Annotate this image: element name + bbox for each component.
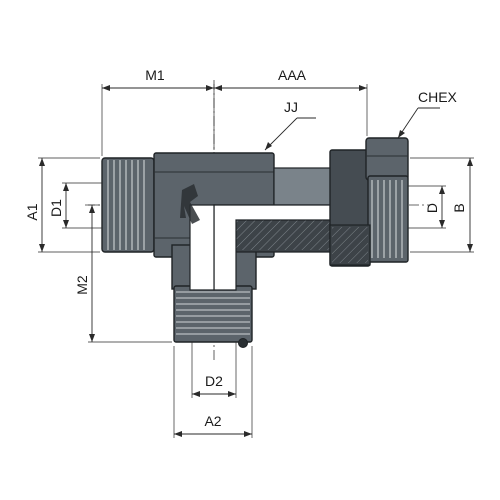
- left-threaded-end: [101, 157, 155, 253]
- right-thread-lines: [371, 180, 403, 258]
- label-chex: CHEX: [418, 89, 458, 105]
- label-jj: JJ: [284, 99, 298, 115]
- label-aaa: AAA: [278, 67, 307, 83]
- left-thread-lines: [107, 160, 145, 250]
- label-b: B: [451, 203, 467, 212]
- dimension-a1: A1: [24, 157, 100, 253]
- label-a1: A1: [24, 203, 40, 220]
- dimension-d: D: [408, 185, 446, 229]
- dimension-d1: D1: [48, 182, 102, 229]
- label-m1: M1: [145, 67, 165, 83]
- label-d2: D2: [205, 373, 223, 389]
- dimension-m1: M1: [101, 67, 215, 156]
- label-m2: M2: [74, 275, 90, 295]
- dimension-m2: M2: [74, 204, 172, 343]
- label-d1: D1: [48, 199, 64, 217]
- label-d: D: [424, 203, 440, 213]
- leader-chex: CHEX: [397, 89, 458, 139]
- dimension-d2: D2: [191, 342, 237, 398]
- right-swivel-nut: [329, 137, 409, 267]
- sectioned-bore: [189, 204, 351, 291]
- dimensions: M1 AAA JJ CHEX: [24, 67, 474, 438]
- o-ring-seal: [238, 338, 248, 348]
- label-a2: A2: [204, 413, 221, 429]
- dimension-aaa: AAA: [214, 67, 368, 136]
- brand-logo: [180, 184, 200, 224]
- bottom-thread-lines: [176, 291, 250, 335]
- fitting-body: [101, 137, 409, 348]
- bottom-threaded-stud: [173, 285, 253, 348]
- leader-jj: JJ: [264, 99, 316, 151]
- dimension-a2: A2: [173, 346, 253, 438]
- dimension-b: B: [410, 157, 474, 253]
